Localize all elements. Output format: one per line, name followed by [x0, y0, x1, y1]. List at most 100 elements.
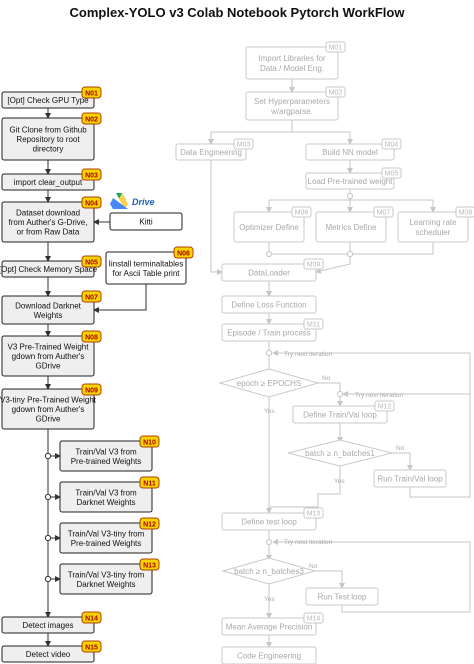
notebook-step-n02 [1, 117, 95, 161]
module-m01-line-0: Import Libraries for [258, 54, 325, 63]
connector [306, 570, 345, 589]
notebook-step-n04 [1, 201, 95, 243]
module-m04-line-0: Build NN model [322, 148, 378, 157]
notebook-step-n13-line-0: Train/Val V3-tiny from [68, 570, 145, 579]
drive-icon [119, 193, 128, 209]
no-label-2: No [396, 445, 405, 452]
junction-dot [336, 390, 344, 398]
connector [318, 382, 343, 407]
step-badge-n06 [173, 246, 194, 259]
module-m09 [221, 263, 317, 282]
module-m01-tag-label: M01 [329, 45, 343, 52]
notebook-step-n08-line-1: gdown from Auther's [12, 352, 85, 361]
no-label-3: No [309, 563, 318, 570]
module-m12-line-0: Define Train/Val loop [303, 411, 377, 420]
notebook-step-n12-line-0: Train/Val V3-tiny from [68, 529, 145, 538]
connector [208, 120, 293, 145]
step-badge-n14 [81, 611, 102, 624]
module-m08-tag [455, 206, 474, 218]
notebook-step-n10-line-0: Train/Val V3 from [75, 447, 137, 456]
yes-label-3: Yes [264, 596, 275, 603]
module-m01 [245, 46, 339, 80]
step-badge-label: N02 [85, 116, 98, 123]
step-badge-label: N08 [85, 334, 98, 341]
notebook-step-n13 [59, 563, 153, 595]
step-badge-n13 [139, 558, 160, 571]
connector [269, 466, 341, 508]
notebook-step-n03 [1, 173, 95, 191]
step-badge-n15 [81, 640, 102, 653]
module-m05-tag [381, 167, 402, 179]
step-badge-n05 [81, 255, 102, 268]
module-step-9-line-0: Define Loss Function [231, 301, 306, 310]
notebook-step-n04-line-0: Dataset download [16, 209, 80, 218]
drive-icon [110, 198, 128, 209]
notebook-step-n01-line-0: [Opt] Check GPU Type [7, 96, 89, 105]
module-step-12 [373, 469, 447, 488]
notebook-step-n12-line-1: Pre-trained Weights [71, 539, 142, 548]
module-m02-tag [325, 86, 346, 98]
module-m03-tag [233, 138, 254, 150]
diagram-title: Complex-YOLO v3 Colab Notebook Pytorch W… [69, 5, 405, 20]
step-badge-label: N13 [143, 562, 156, 569]
junction-dot [346, 192, 354, 200]
module-m13 [221, 512, 317, 531]
step-badge-label: N14 [85, 615, 98, 622]
connector [392, 452, 413, 471]
notebook-step-n09-line-0: V3-tiny Pre-Trained Weight [0, 396, 97, 405]
dataset-label: Kitti [139, 218, 153, 227]
step-badge-label: N04 [85, 200, 98, 207]
module-m07-line-0: Metrics Define [325, 223, 377, 232]
decision-batch1 [287, 439, 393, 467]
notebook-step-n03-line-0: import clear_output [14, 178, 83, 187]
notebook-step-n05-line-0: [Opt] Check Memory Space [0, 265, 98, 274]
module-m11 [221, 323, 317, 342]
decision-epoch-label: epoch ≥ EPOCHS [237, 379, 301, 388]
notebook-step-n06 [105, 251, 187, 285]
step-badge-label: N05 [85, 259, 98, 266]
module-m08-tag-label: M08 [459, 210, 473, 217]
module-m02-tag-label: M02 [329, 90, 343, 97]
module-m04-tag [381, 138, 402, 150]
module-m02-line-0: Set Hyperparameters [254, 97, 330, 106]
junction-dot [265, 538, 273, 546]
notebook-step-n14 [1, 616, 95, 634]
step-badge-label: N03 [85, 172, 98, 179]
junction-dot [265, 250, 273, 258]
notebook-step-n07-line-0: Download Darknet [15, 301, 82, 310]
module-step-14-line-0: Run Test loop [318, 593, 367, 602]
step-badge-label: N06 [177, 250, 190, 257]
module-m12-tag [374, 400, 395, 412]
notebook-step-n08-line-2: GDrive [36, 362, 61, 371]
junction-dot [265, 349, 273, 357]
step-badge-label: N15 [85, 644, 98, 651]
module-m08-line-1: scheduler [416, 228, 451, 237]
connector [315, 254, 351, 274]
connector [342, 391, 471, 498]
try-next-label-2: Try next iteration [355, 392, 404, 399]
module-m06-line-0: Optimizer Define [239, 223, 299, 232]
step-badge-label: N10 [143, 439, 156, 446]
branch-dot [44, 534, 52, 542]
notebook-step-n11-line-0: Train/Val V3 from [75, 488, 137, 497]
module-m08-line-0: Learning rate [409, 218, 457, 227]
module-m14-tag-label: M14 [307, 616, 321, 623]
step-badge-n08 [81, 330, 102, 343]
notebook-step-n14-line-0: Detect images [22, 621, 73, 630]
module-m14 [221, 617, 317, 636]
connector [292, 131, 353, 145]
module-step-9 [221, 295, 317, 314]
module-m11-tag-label: M11 [307, 322, 320, 329]
step-badge-n03 [81, 168, 102, 181]
no-label-1: No [322, 375, 331, 382]
branch-dot [44, 452, 52, 460]
notebook-step-n04-line-2: or from Raw Data [17, 228, 80, 237]
notebook-step-n08-line-0: V3 Pre-Trained Weight [8, 343, 90, 352]
module-m05-tag-label: M05 [385, 171, 399, 178]
connector [272, 539, 471, 613]
module-m09-tag-label: M09 [307, 262, 321, 269]
notebook-step-n06-line-1: for Ascii Table print [113, 269, 181, 278]
notebook-step-n09 [1, 388, 95, 430]
branch-dot [44, 493, 52, 501]
module-m07-tag [373, 206, 394, 218]
